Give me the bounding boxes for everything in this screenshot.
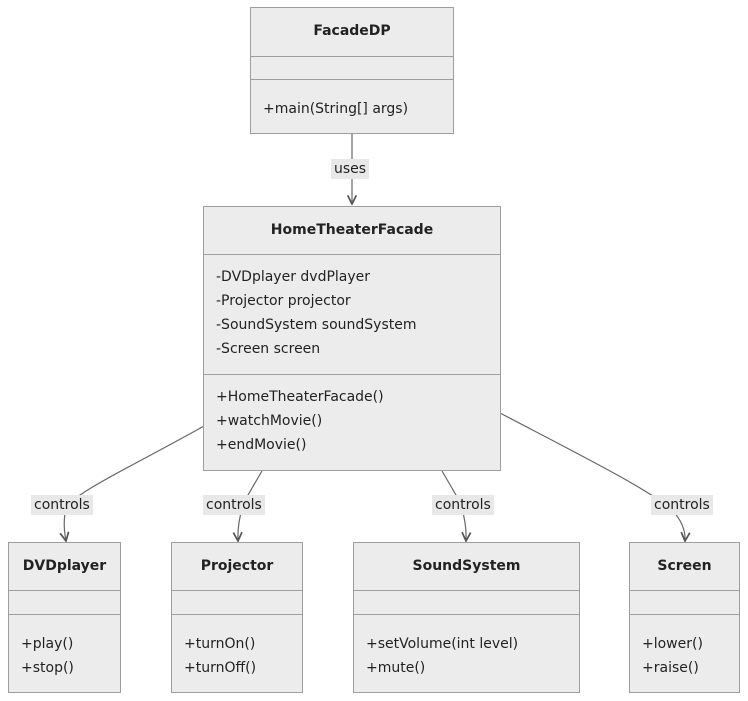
class-divider xyxy=(354,614,579,615)
uses-label: uses xyxy=(331,159,370,179)
controls-screen-edge xyxy=(499,412,685,541)
class-projector: Projector +turnOn() +turnOff() xyxy=(171,542,303,693)
method: +turnOff() xyxy=(184,660,257,676)
class-divider xyxy=(172,590,302,591)
method: +stop() xyxy=(21,660,74,676)
method: +lower() xyxy=(642,636,703,652)
method: +main(String[] args) xyxy=(263,101,409,117)
controls-screen-label: controls xyxy=(651,495,713,515)
class-name: FacadeDP xyxy=(313,23,391,39)
method: +turnOn() xyxy=(184,636,256,652)
class-screen: Screen +lower() +raise() xyxy=(629,542,740,693)
method: +watchMovie() xyxy=(216,413,323,429)
method: +raise() xyxy=(642,660,699,676)
method: +HomeTheaterFacade() xyxy=(216,389,384,405)
attribute: -SoundSystem soundSystem xyxy=(216,317,417,333)
class-divider xyxy=(204,374,500,375)
class-name: SoundSystem xyxy=(412,558,521,574)
class-divider xyxy=(9,614,120,615)
class-name: HomeTheaterFacade xyxy=(270,222,434,238)
controls-projector-label: controls xyxy=(203,495,265,515)
class-name: Projector xyxy=(200,558,274,574)
method: +mute() xyxy=(366,660,426,676)
class-facade-dp: FacadeDP +main(String[] args) xyxy=(250,7,454,134)
method: +play() xyxy=(21,636,74,652)
class-divider xyxy=(204,254,500,255)
class-divider xyxy=(9,590,120,591)
class-home-theater-facade: HomeTheaterFacade -DVDplayer dvdPlayer -… xyxy=(203,206,501,471)
class-divider xyxy=(251,79,453,80)
class-divider xyxy=(172,614,302,615)
method: +setVolume(int level) xyxy=(366,636,519,652)
controls-dvd-edge xyxy=(64,425,205,541)
method: +endMovie() xyxy=(216,437,307,453)
class-divider xyxy=(630,614,739,615)
class-divider xyxy=(630,590,739,591)
attribute: -Screen screen xyxy=(216,341,321,357)
class-divider xyxy=(354,590,579,591)
class-sound-system: SoundSystem +setVolume(int level) +mute(… xyxy=(353,542,580,693)
controls-dvd-label: controls xyxy=(31,495,93,515)
attribute: -Projector projector xyxy=(216,293,351,309)
class-divider xyxy=(251,56,453,57)
class-dvd-player: DVDplayer +play() +stop() xyxy=(8,542,121,693)
attribute: -DVDplayer dvdPlayer xyxy=(216,269,371,285)
class-name: Screen xyxy=(657,558,712,574)
class-name: DVDplayer xyxy=(22,558,107,574)
controls-sound-label: controls xyxy=(432,495,494,515)
